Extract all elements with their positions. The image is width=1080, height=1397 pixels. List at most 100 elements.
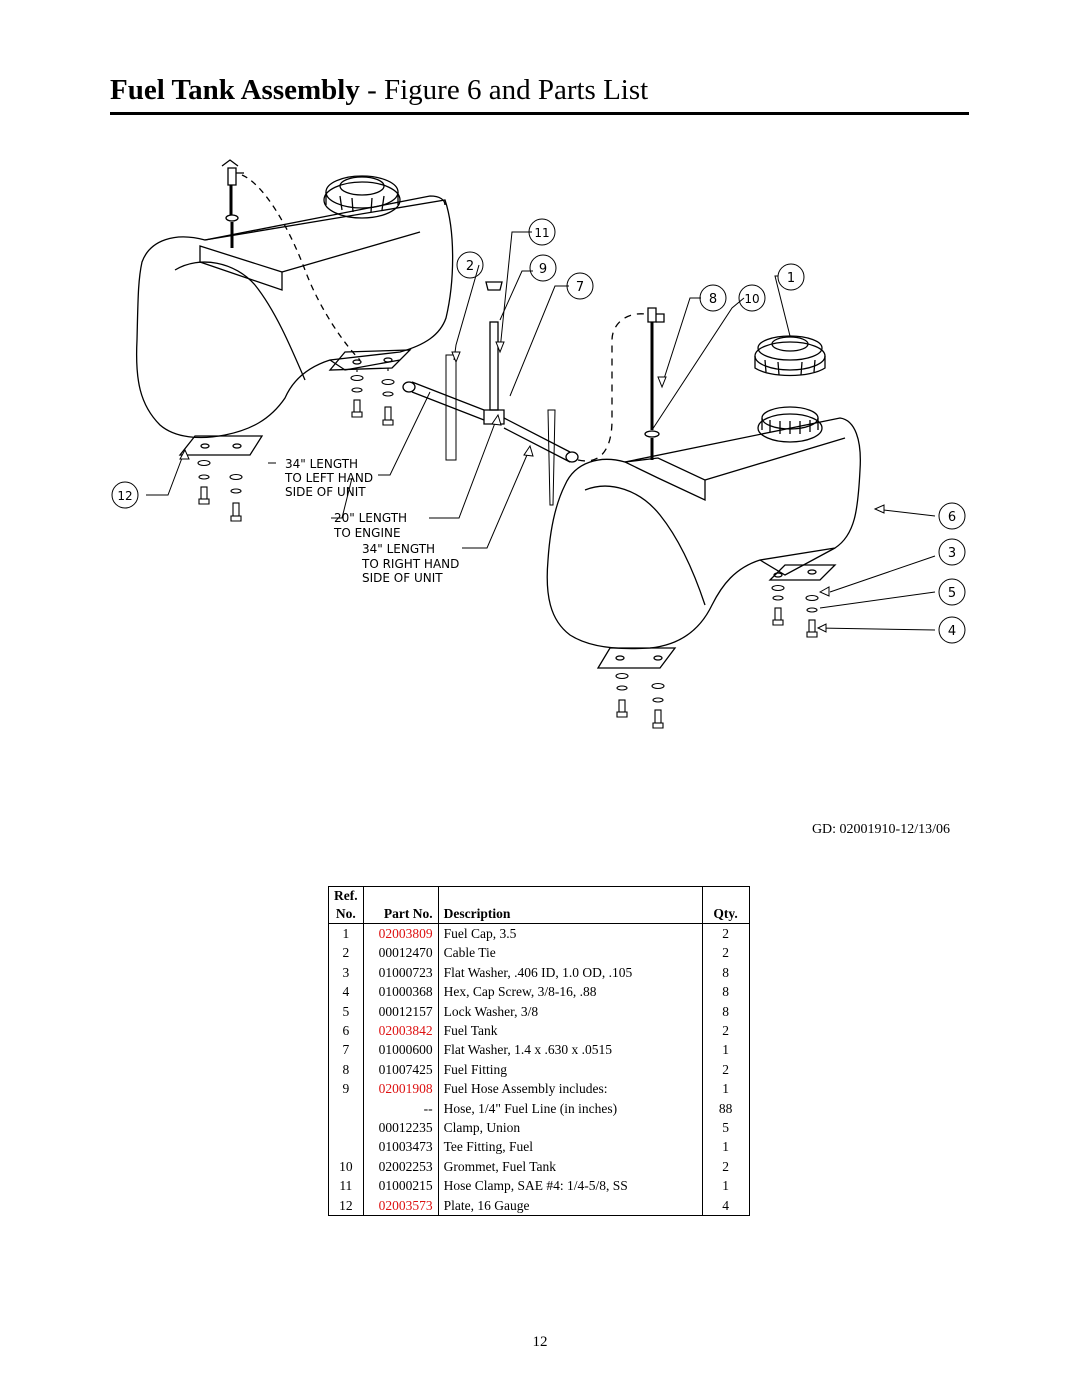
row-part-no[interactable]: 02003573 [362,1195,439,1217]
table-row: --Hose, 1/4" Fuel Line (in inches)88 [328,1098,750,1119]
callout-4-label: 4 [948,624,956,639]
row-part-no: 01003473 [362,1137,439,1157]
row-qty: 2 [701,923,750,944]
callout-5-label: 5 [948,586,956,601]
row-description: Clamp, Union [437,1118,703,1138]
row-part-no[interactable]: 02003842 [362,1021,439,1041]
note-engine-line2: TO ENGINE [333,526,401,540]
row-qty: 1 [701,1137,750,1157]
header-qty: Qty. [701,904,750,924]
callout-8: 8 [699,284,727,312]
row-qty: 8 [701,962,750,983]
row-part-no: 02002253 [362,1156,439,1177]
row-part-no: 01000723 [362,962,439,983]
row-description: Flat Washer, 1.4 x .630 x .0515 [437,1040,703,1060]
row-ref: 5 [328,1001,364,1022]
row-description: Fuel Cap, 3.5 [437,923,703,944]
callout-1-label: 1 [787,271,795,286]
row-part-no: 00012157 [362,1001,439,1022]
row-qty: 1 [701,1040,750,1060]
row-description: Flat Washer, .406 ID, 1.0 OD, .105 [437,962,703,983]
row-description: Cable Tie [437,943,703,963]
callout-6-label: 6 [948,510,956,525]
row-description: Fuel Fitting [437,1059,703,1080]
note-engine-line1: 20" LENGTH [334,511,407,525]
row-qty: 8 [701,982,750,1002]
callout-3-label: 3 [948,546,956,561]
row-qty: 2 [701,1059,750,1080]
row-ref: 7 [328,1040,364,1060]
row-description: Hex, Cap Screw, 3/8-16, .88 [437,982,703,1002]
header-ref: Ref. [328,886,364,904]
row-part-no: 00012470 [362,943,439,963]
row-part-no: 00012235 [362,1118,439,1138]
header-description: Description [437,904,703,924]
row-qty: 8 [701,1001,750,1022]
page-title-bold: Fuel Tank Assembly [110,74,360,106]
row-qty: 5 [701,1118,750,1138]
note-right-line2: TO RIGHT HAND [361,557,459,571]
row-qty: 2 [701,1156,750,1177]
row-qty: 2 [701,943,750,963]
callout-10-label: 10 [744,292,759,306]
callout-9-label: 9 [539,262,547,277]
callout-7: 7 [566,272,594,300]
row-part-no[interactable]: 02003809 [362,923,439,944]
left-mounting-plates [178,349,412,456]
row-description: Hose, 1/4" Fuel Line (in inches) [437,1098,703,1119]
callout-11: 11 [528,218,556,246]
row-qty: 1 [701,1079,750,1099]
note-left-line1: 34" LENGTH [285,457,358,471]
row-part-no: -- [362,1098,439,1119]
callout-10: 10 [738,284,766,312]
row-ref: 10 [328,1156,364,1177]
header-no: No. [328,904,364,924]
row-description: Plate, 16 Gauge [437,1195,703,1217]
row-description: Fuel Tank [437,1021,703,1041]
page-title-rest: - Figure 6 and Parts List [359,74,649,106]
row-qty: 4 [701,1195,750,1217]
callout-12-label: 12 [117,489,132,503]
page-number: 12 [532,1334,548,1350]
row-part-no[interactable]: 02001908 [362,1079,439,1099]
row-part-no: 01000215 [362,1176,439,1196]
row-ref [328,1137,364,1157]
row-ref: 12 [328,1195,364,1217]
row-ref: 2 [328,943,364,963]
leader-lines [146,231,936,633]
hose-length-notes: 34" LENGTH TO LEFT HAND SIDE OF UNIT 20"… [284,457,459,585]
row-ref [328,1118,364,1138]
note-left-line3: SIDE OF UNIT [285,485,366,499]
row-qty: 88 [701,1098,750,1119]
callout-12: 12 [111,481,139,509]
right-fuel-tank [546,406,861,650]
note-right-line3: SIDE OF UNIT [362,571,443,585]
drawing-reference: GD: 02001910-12/13/06 [811,822,950,837]
right-hardware [615,584,819,729]
callout-2: 2 [456,251,484,279]
callout-9: 9 [529,254,557,282]
callout-6: 6 [938,502,966,530]
row-part-no: 01000368 [362,982,439,1002]
row-ref: 6 [328,1021,364,1041]
row-ref: 4 [328,982,364,1002]
header-blank-desc [437,886,703,904]
row-ref: 1 [328,923,364,944]
row-ref [328,1098,364,1119]
callout-4: 4 [938,616,966,644]
right-fuel-fitting [644,307,665,460]
exploded-view-drawing: 1 2 3 4 5 6 7 8 9 10 11 12 34" LENGTH TO… [111,159,966,729]
row-qty: 2 [701,1021,750,1041]
